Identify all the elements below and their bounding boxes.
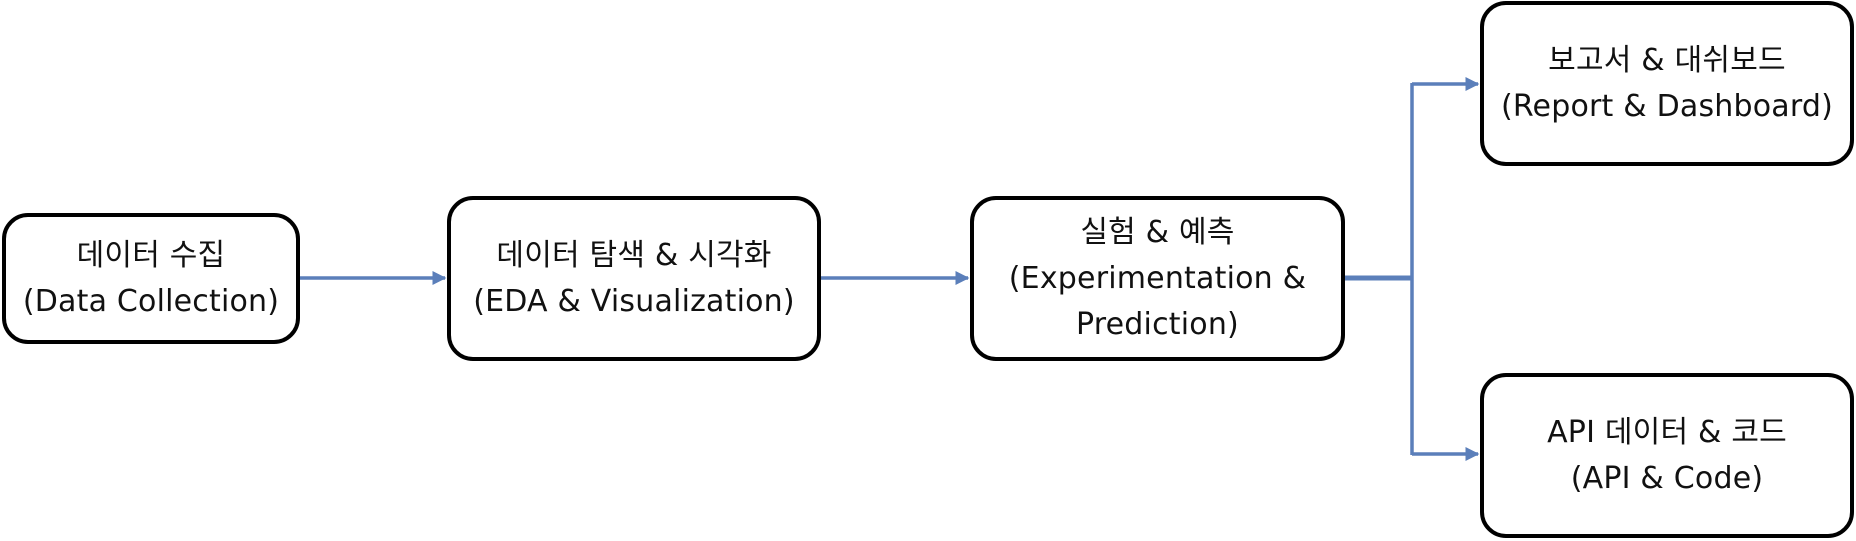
node-data-collection-text: 데이터 수집 (Data Collection) xyxy=(23,233,279,325)
node-experimentation-prediction-subtitle-1: (Experimentation & xyxy=(1008,260,1307,296)
node-api-code-text: API 데이터 & 코드 (API & Code) xyxy=(1547,410,1787,502)
node-report-dashboard-subtitle: (Report & Dashboard) xyxy=(1500,88,1834,124)
node-data-collection-subtitle: (Data Collection) xyxy=(22,283,280,319)
node-eda-visualization-title: 데이터 탐색 & 시각화 xyxy=(496,237,772,273)
node-experimentation-prediction-title: 실험 & 예측 xyxy=(1080,214,1235,250)
node-report-dashboard: 보고서 & 대쉬보드 (Report & Dashboard) xyxy=(1480,1,1854,166)
node-api-code-subtitle: (API & Code) xyxy=(1570,460,1764,496)
node-api-code-title: API 데이터 & 코드 xyxy=(1547,414,1787,450)
node-experimentation-prediction-subtitle-2: Prediction) xyxy=(1076,306,1239,342)
node-report-dashboard-text: 보고서 & 대쉬보드 (Report & Dashboard) xyxy=(1501,38,1833,130)
node-data-collection-title: 데이터 수집 xyxy=(76,237,226,273)
node-api-code: API 데이터 & 코드 (API & Code) xyxy=(1480,373,1854,538)
node-experimentation-prediction: 실험 & 예측 (Experimentation & Prediction) xyxy=(970,196,1345,361)
node-eda-visualization-text: 데이터 탐색 & 시각화 (EDA & Visualization) xyxy=(473,233,795,325)
node-eda-visualization: 데이터 탐색 & 시각화 (EDA & Visualization) xyxy=(447,196,821,361)
node-data-collection: 데이터 수집 (Data Collection) xyxy=(2,213,300,344)
node-report-dashboard-title: 보고서 & 대쉬보드 xyxy=(1548,42,1786,78)
node-experimentation-prediction-text: 실험 & 예측 (Experimentation & Prediction) xyxy=(1009,210,1306,348)
node-eda-visualization-subtitle: (EDA & Visualization) xyxy=(473,283,795,319)
